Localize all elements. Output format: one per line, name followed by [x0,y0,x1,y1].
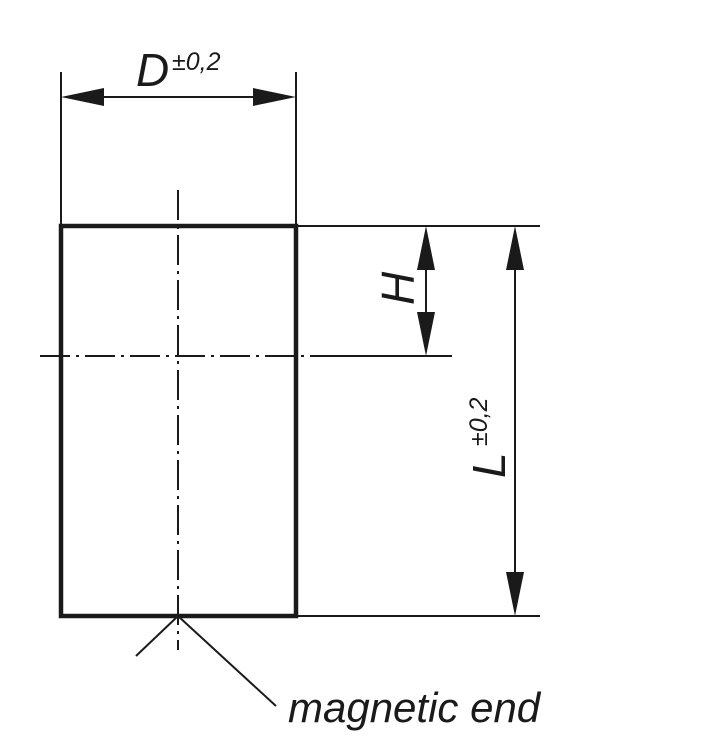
dimension-label-d: D [136,44,169,96]
arrowhead-d-right [253,88,296,106]
arrowhead-h-bottom [417,312,435,356]
dimension-label-l: L [463,452,515,478]
callout-label-magnetic-end: magnetic end [288,684,542,731]
arrowhead-d-left [61,88,104,106]
callout-leader-right [177,615,277,707]
arrowhead-l-bottom [506,572,524,616]
arrowhead-h-top [417,226,435,270]
arrowhead-l-top [506,226,524,270]
dimension-label-h: H [372,271,424,305]
tolerance-label-l: ±0,2 [465,397,493,446]
tolerance-label-d: ±0,2 [172,48,221,76]
callout-leader-left [135,615,179,657]
